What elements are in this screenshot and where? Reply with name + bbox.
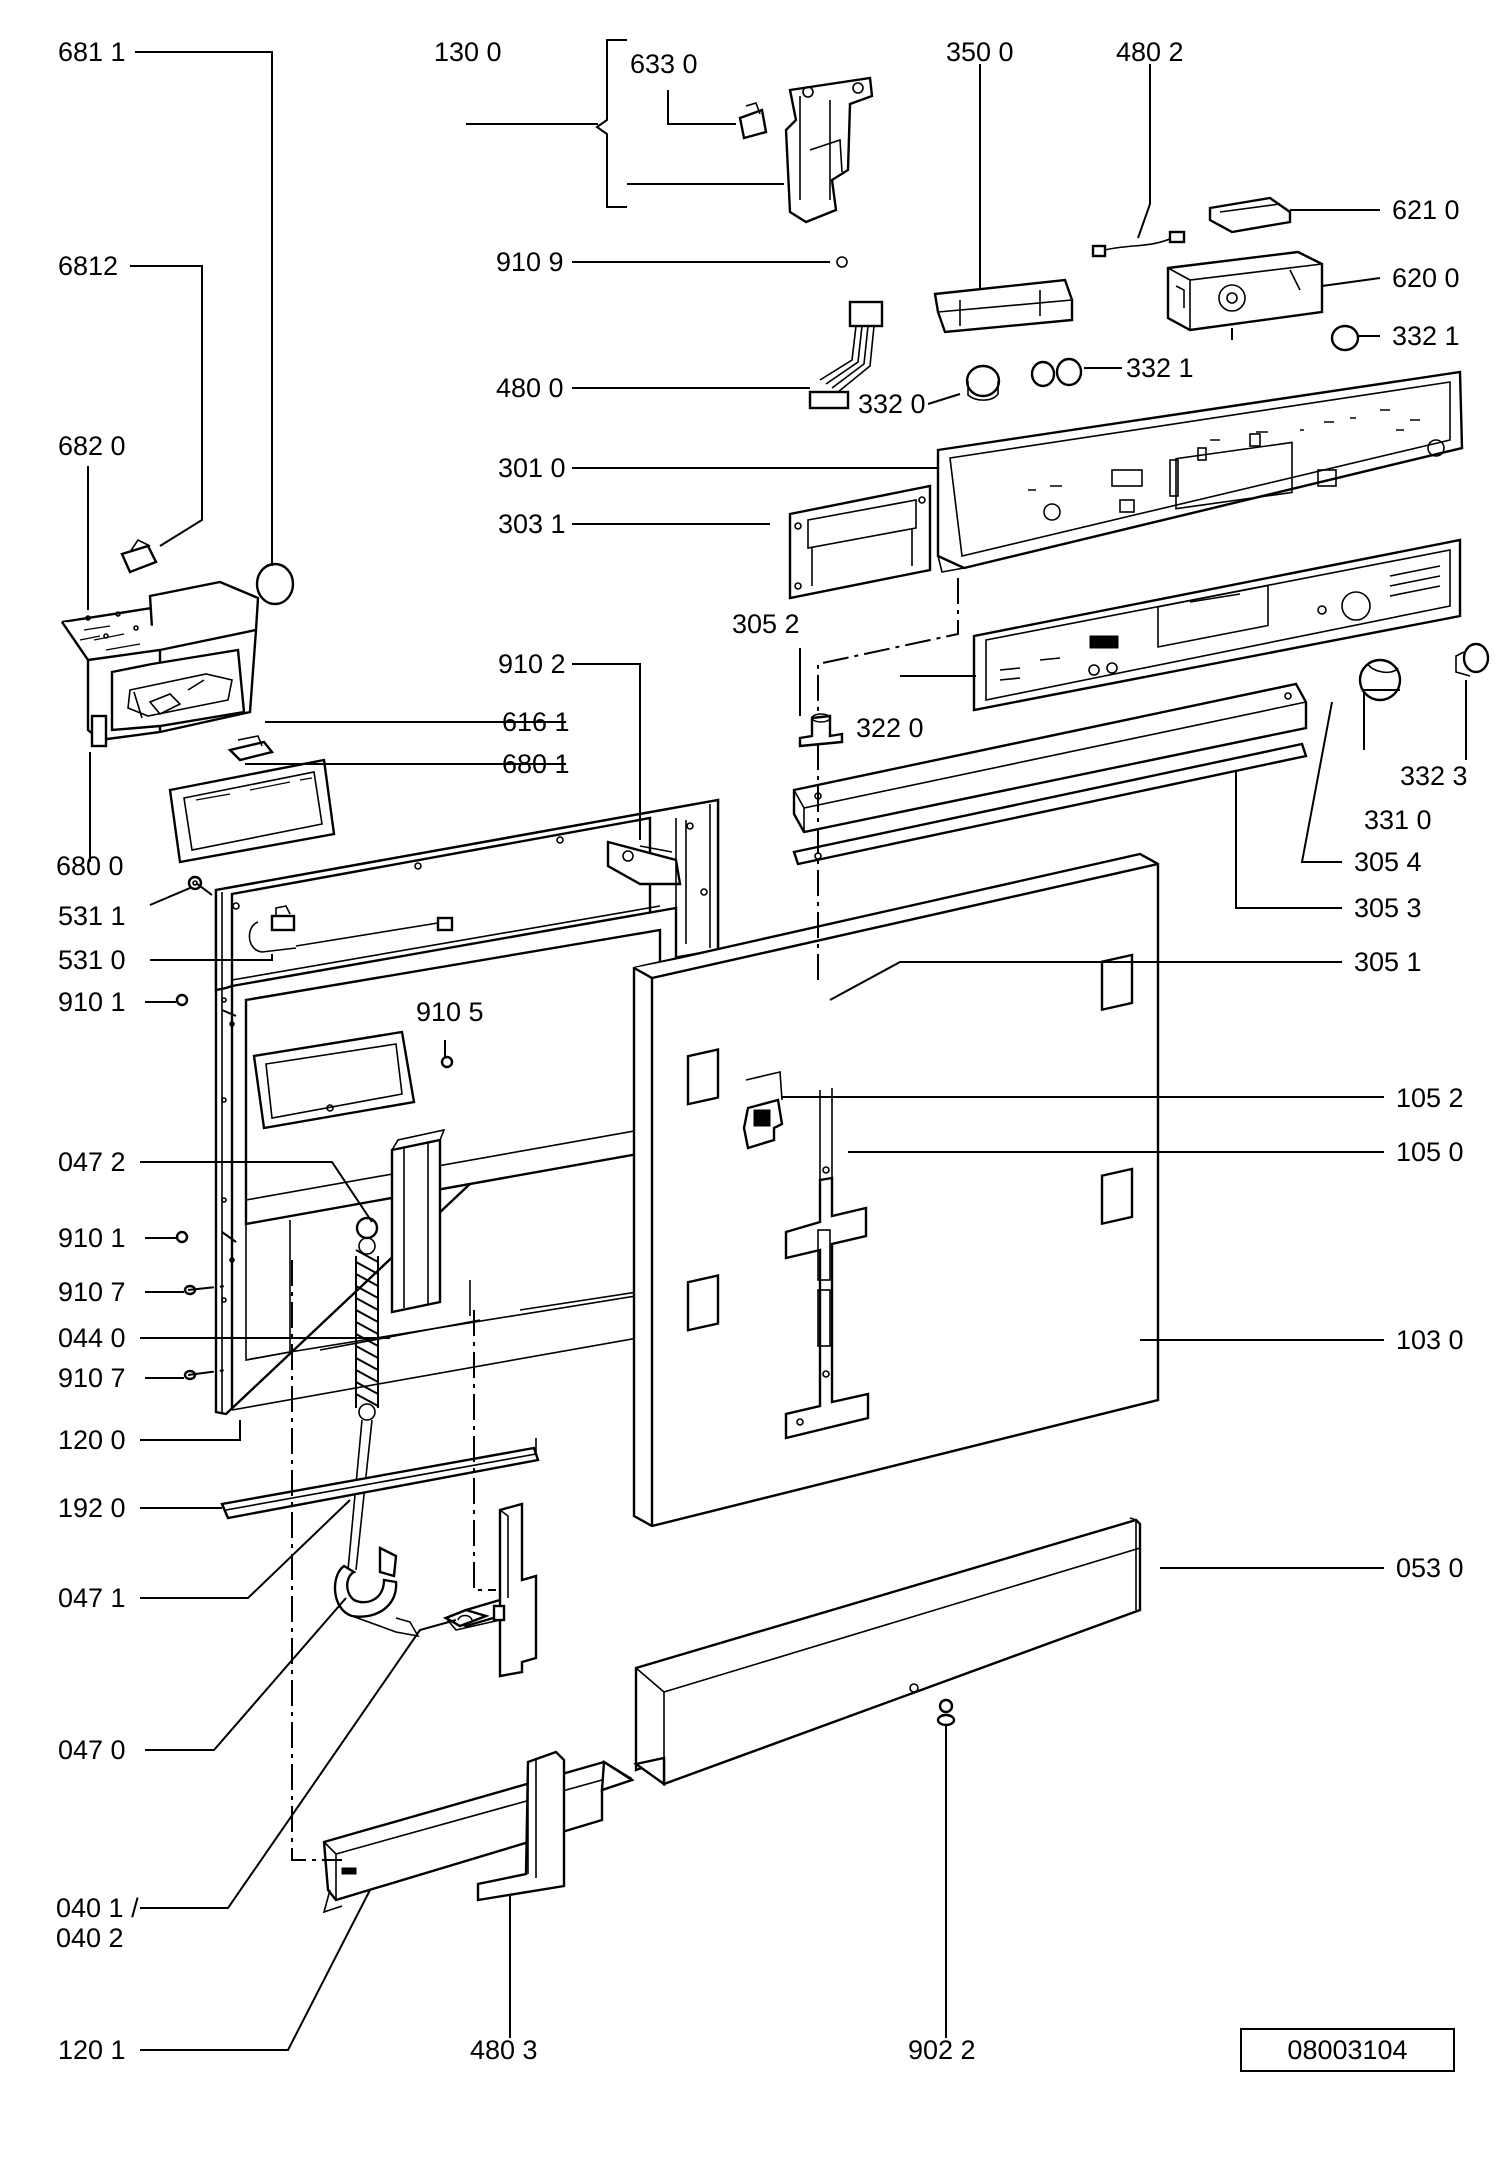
label-910-9: 910 9 (496, 247, 564, 277)
part-620-0-timer-module (1166, 250, 1324, 332)
label-053-0: 053 0 (1396, 1553, 1464, 1583)
part-305-4-rail (792, 682, 1308, 834)
reference-number-box: 08003104 (1240, 2028, 1455, 2072)
label-305-1: 305 1 (1354, 947, 1422, 977)
label-332-1-right: 332 1 (1392, 321, 1460, 351)
label-040-1: 040 1 / (56, 1893, 139, 1923)
part-331-0-knob (1358, 658, 1402, 702)
label-621-0: 621 0 (1392, 195, 1460, 225)
label-105-2: 105 2 (1396, 1083, 1464, 1113)
label-047-0: 047 0 (58, 1735, 126, 1765)
label-305-2: 305 2 (732, 609, 800, 639)
label-331-0: 331 0 (1364, 805, 1432, 835)
part-6812-clip (120, 538, 158, 574)
label-531-0: 531 0 (58, 945, 126, 975)
label-616-1: 616 1 (502, 707, 570, 737)
part-680-0-dispenser (61, 580, 260, 748)
part-616-1-clip (227, 735, 275, 762)
label-620-0: 620 0 (1392, 263, 1460, 293)
label-305-4: 305 4 (1354, 847, 1422, 877)
part-633-0-clip (738, 102, 768, 140)
part-047-2-spring (355, 1216, 379, 1421)
part-130-0-brace (595, 39, 627, 208)
label-332-3: 332 3 (1400, 761, 1468, 791)
part-047-0-cam (333, 1546, 420, 1638)
label-322-0: 322 0 (856, 713, 924, 743)
label-910-7-upper: 910 7 (58, 1277, 126, 1307)
part-303-1-display-unit (788, 484, 932, 600)
assembly-axes (187, 328, 1233, 1861)
part-332-3-knob (1455, 642, 1490, 677)
label-910-7-lower: 910 7 (58, 1363, 126, 1393)
label-105-0: 105 0 (1396, 1137, 1464, 1167)
leader-lines (87, 51, 1467, 2051)
part-301-0-control-panel (936, 370, 1464, 573)
label-332-0: 332 0 (858, 389, 926, 419)
part-480-2-cable (1091, 230, 1186, 258)
label-680-1: 680 1 (502, 749, 570, 779)
label-910-1-upper: 910 1 (58, 987, 126, 1017)
label-047-2: 047 2 (58, 1147, 126, 1177)
label-680-0: 680 0 (56, 851, 124, 881)
label-480-0: 480 0 (496, 373, 564, 403)
part-350-0-board (933, 278, 1074, 334)
label-332-1-mid: 332 1 (1126, 353, 1194, 383)
callout-labels: 681 1 130 0 633 0 350 0 480 2 621 0 910 … (56, 37, 1468, 2065)
part-103-0-outer-door (632, 852, 1160, 1528)
part-621-0-module (1208, 196, 1292, 234)
label-305-3: 305 3 (1354, 893, 1422, 923)
label-633-0: 633 0 (630, 49, 698, 79)
label-531-1: 531 1 (58, 901, 126, 931)
label-910-1-lower: 910 1 (58, 1223, 126, 1253)
part-480-0-harness (808, 300, 884, 410)
part-680-1-gasket (168, 758, 336, 864)
part-910-9-screw (836, 256, 848, 268)
label-910-5: 910 5 (416, 997, 484, 1027)
part-130-0-bracket (784, 76, 874, 224)
label-480-3: 480 3 (470, 2035, 538, 2065)
label-040-2: 040 2 (56, 1923, 124, 1953)
label-350-0: 350 0 (946, 37, 1014, 67)
part-902-2-clip (936, 1698, 956, 1727)
label-480-2: 480 2 (1116, 37, 1184, 67)
part-332-0-knob (965, 364, 1001, 401)
part-040-1-bracket (442, 1502, 538, 1678)
part-681-1-disc (255, 562, 295, 606)
part-480-3-bracket (476, 1750, 566, 1902)
label-682-0: 682 0 (58, 431, 126, 461)
label-303-1: 303 1 (498, 509, 566, 539)
part-332-1-buttons (1030, 324, 1360, 388)
label-192-0: 192 0 (58, 1493, 126, 1523)
label-120-1: 120 1 (58, 2035, 126, 2065)
label-044-0: 044 0 (58, 1323, 126, 1353)
label-120-0: 120 0 (58, 1425, 126, 1455)
label-047-1: 047 1 (58, 1583, 126, 1613)
part-120-0-inner-door (214, 798, 720, 1416)
part-305-2-post (798, 713, 844, 748)
label-301-0: 301 0 (498, 453, 566, 483)
label-902-2: 902 2 (908, 2035, 976, 2065)
label-681-1: 681 1 (58, 37, 126, 67)
label-130-0: 130 0 (434, 37, 502, 67)
label-910-2: 910 2 (498, 649, 566, 679)
label-6812: 6812 (58, 251, 118, 281)
part-screws-left (175, 875, 454, 1381)
part-192-0-rail (220, 1438, 540, 1520)
part-322-0-fascia (972, 538, 1462, 712)
label-103-0: 103 0 (1396, 1325, 1464, 1355)
part-053-0-kickplate (633, 1517, 1142, 1787)
